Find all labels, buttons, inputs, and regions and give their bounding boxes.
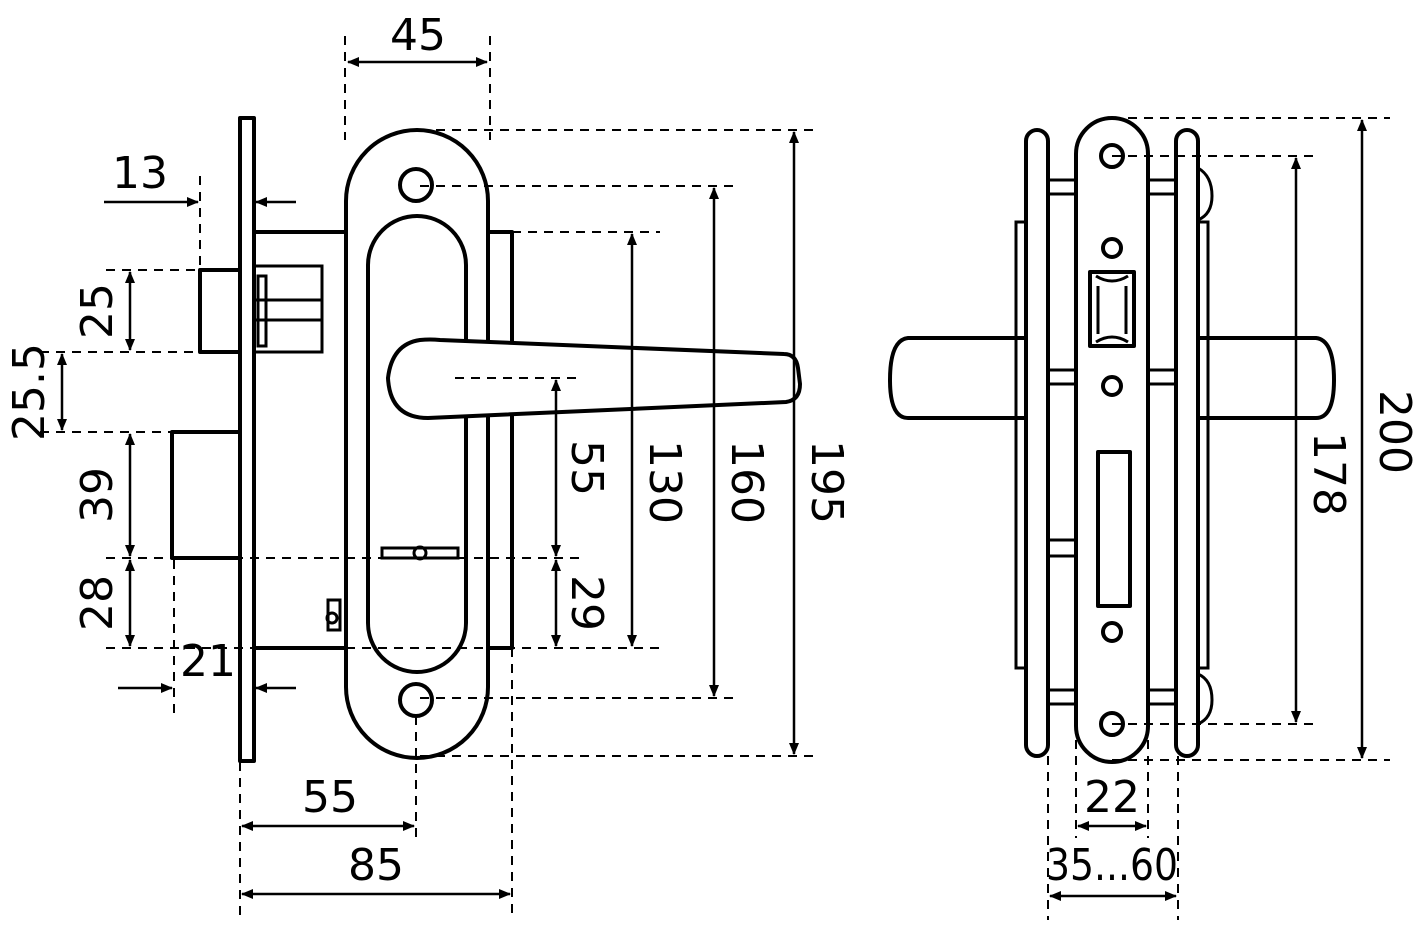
escutcheon-plate	[344, 128, 490, 760]
dim-25-5-label: 25.5	[4, 343, 55, 441]
dim-200-label: 200	[1369, 390, 1420, 474]
dim-195-label: 195	[801, 440, 852, 524]
side-screw-top	[1099, 143, 1125, 169]
side-lever	[888, 336, 1024, 420]
dim-45-label: 45	[390, 10, 446, 61]
front-view: 45 13 25 25.5 39 28 21 55 29 130 160 195…	[4, 10, 852, 920]
side-view: 178 200 22 35...60	[888, 116, 1420, 920]
dim-13-label: 13	[112, 148, 168, 199]
bolt-window	[1096, 450, 1132, 608]
dim-28-label: 28	[72, 575, 123, 631]
dim-178-label: 178	[1303, 432, 1354, 516]
side-plate-left	[1024, 128, 1050, 758]
side-plate-right	[1174, 128, 1200, 758]
dim-21-label: 21	[180, 636, 236, 687]
dead-bolt	[170, 430, 240, 560]
latch-window	[1088, 270, 1136, 348]
side-screw-bottom	[1099, 711, 1125, 737]
dim-160-label: 160	[721, 440, 772, 524]
dim-130-label: 130	[639, 440, 690, 524]
dim-85-label: 85	[348, 840, 404, 891]
dim-25-label: 25	[72, 283, 123, 339]
latch-bolt-inner	[252, 264, 324, 354]
escutcheon-inner	[366, 214, 468, 674]
screw-hole-top	[398, 167, 434, 203]
dim-55-vertical-label: 55	[561, 440, 612, 496]
lock-faceplate	[238, 116, 256, 763]
latch-bolt	[198, 268, 240, 354]
dim-29-label: 29	[561, 575, 612, 631]
side-faceplate	[1074, 116, 1150, 764]
lever-handle	[386, 337, 802, 420]
dim-55-bottom-label: 55	[302, 772, 358, 823]
dim-35-60-label: 35...60	[1046, 840, 1178, 891]
dim-22-label: 22	[1084, 772, 1140, 823]
dim-39-label: 39	[72, 467, 123, 523]
